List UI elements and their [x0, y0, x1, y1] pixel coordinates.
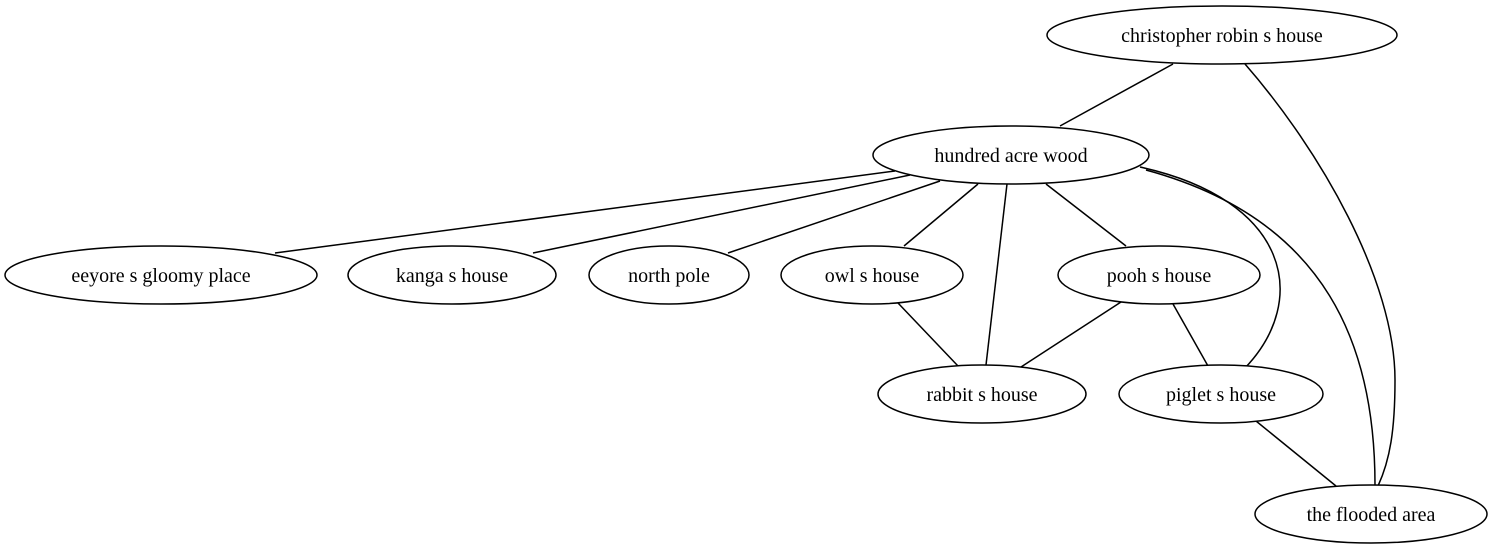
edge-hundred-kanga: [532, 174, 911, 254]
node-eeyore: eeyore s gloomy place: [4, 245, 318, 305]
edge-hundred-pooh: [1045, 183, 1127, 247]
node-flooded: the flooded area: [1254, 484, 1488, 544]
node-label: christopher robin s house: [1121, 25, 1323, 47]
node-label: kanga s house: [396, 265, 508, 287]
node-ellipse: [588, 245, 750, 305]
node-kanga: kanga s house: [347, 245, 557, 305]
node-label: hundred acre wood: [934, 145, 1087, 167]
node-ellipse: [1118, 364, 1324, 424]
node-christopher: christopher robin s house: [1046, 5, 1398, 65]
node-rabbit: rabbit s house: [877, 364, 1087, 424]
node-piglet: piglet s house: [1118, 364, 1324, 424]
node-label: rabbit s house: [926, 384, 1037, 406]
node-ellipse: [4, 245, 318, 305]
edge-hundred-flooded: [1145, 169, 1376, 486]
edge-hundred-rabbit: [985, 183, 1008, 366]
edge-pooh-piglet: [1172, 303, 1209, 367]
edge-hundred-owl: [903, 183, 979, 247]
node-ellipse: [872, 125, 1150, 185]
node-hundred: hundred acre wood: [872, 125, 1150, 185]
node-label: pooh s house: [1107, 265, 1212, 287]
node-ellipse: [780, 245, 964, 305]
node-label: eeyore s gloomy place: [71, 265, 250, 287]
edge-hundred-piglet: [1139, 166, 1281, 369]
node-ellipse: [1046, 5, 1398, 65]
nodes-layer: christopher robin s house hundred acre wo…: [4, 5, 1488, 544]
node-ellipse: [877, 364, 1087, 424]
edge-owl-rabbit: [897, 302, 959, 367]
node-pooh: pooh s house: [1057, 245, 1261, 305]
edge-christopher-hundred: [1059, 63, 1174, 127]
node-label: north pole: [628, 265, 710, 287]
edge-hundred-north: [727, 180, 941, 254]
node-ellipse: [1057, 245, 1261, 305]
node-ellipse: [347, 245, 557, 305]
node-north: north pole: [588, 245, 750, 305]
node-label: the flooded area: [1307, 504, 1436, 526]
edge-pooh-rabbit: [1020, 301, 1122, 368]
edge-piglet-flooded: [1255, 420, 1337, 487]
edges-layer: [274, 63, 1396, 487]
edge-christopher-flooded: [1244, 63, 1396, 487]
node-ellipse: [1254, 484, 1488, 544]
node-owl: owl s house: [780, 245, 964, 305]
edge-hundred-eeyore: [274, 170, 896, 254]
node-label: owl s house: [825, 265, 920, 287]
node-label: piglet s house: [1166, 384, 1276, 406]
